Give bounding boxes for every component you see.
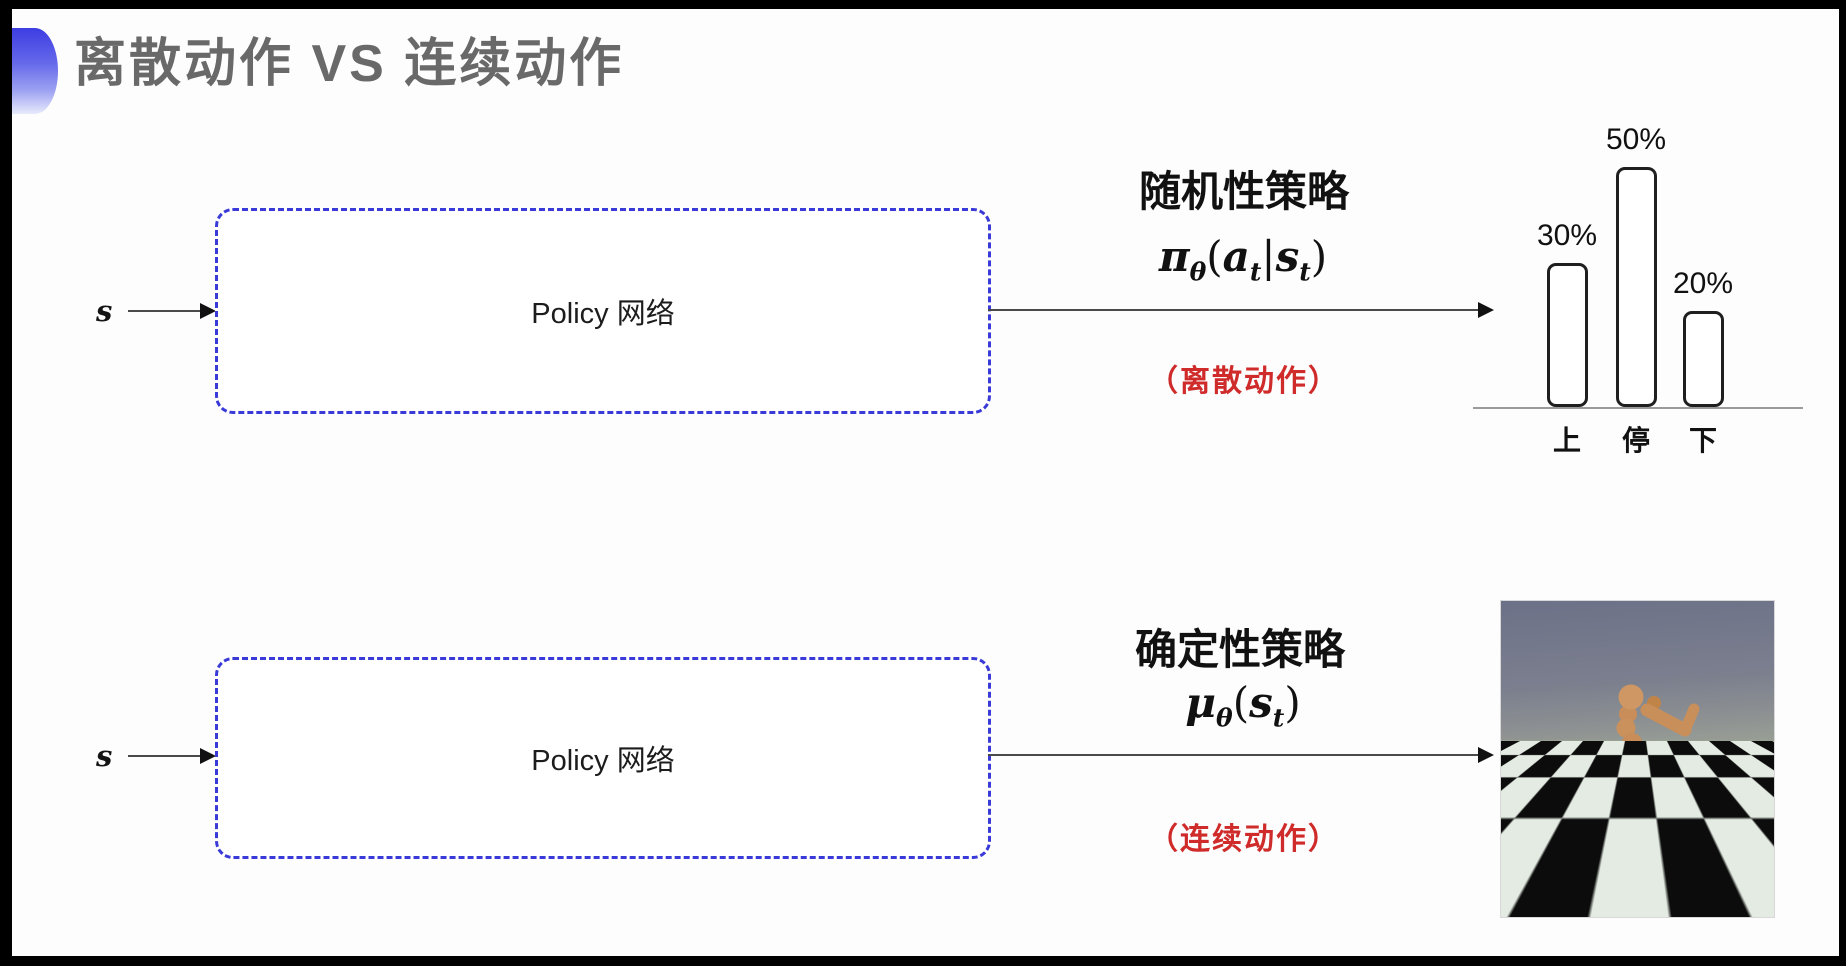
formula-symbol: a xyxy=(1222,232,1250,281)
continuous-action-note: （连续动作） xyxy=(1148,823,1340,856)
formula-subscript: t xyxy=(1272,703,1285,733)
formula-subscript: t xyxy=(1299,257,1311,287)
page-title: 离散动作 VS 连续动作 xyxy=(74,35,625,93)
bar-category-label: 下 xyxy=(1688,425,1717,456)
screen-bezel xyxy=(0,956,1846,966)
screen-bezel xyxy=(1839,0,1846,966)
state-input-label: s xyxy=(96,294,113,328)
formula-symbol: π xyxy=(1158,232,1190,281)
input-arrowhead-icon xyxy=(200,748,216,764)
sky xyxy=(1501,601,1774,743)
output-arrow xyxy=(988,754,1480,756)
stochastic-policy-label: 随机性策略 xyxy=(1138,168,1350,215)
bar xyxy=(1546,263,1588,407)
formula-symbol: μ xyxy=(1185,678,1217,727)
humanoid-figure xyxy=(1574,684,1707,910)
formula-paren: ( xyxy=(1232,678,1250,727)
formula-bar: | xyxy=(1261,232,1276,281)
bar-value-label: 20% xyxy=(1672,267,1734,300)
deterministic-policy-formula: μθ(st) xyxy=(1185,678,1300,732)
bar xyxy=(1682,311,1724,407)
policy-network-label: Policy 网络 xyxy=(531,745,675,777)
formula-subscript: t xyxy=(1249,257,1262,287)
title-accent-icon xyxy=(12,28,58,114)
state-input-label: s xyxy=(96,739,113,773)
bar-category-label: 停 xyxy=(1621,425,1650,456)
formula-paren: ( xyxy=(1206,232,1223,281)
policy-network-box: Policy 网络 xyxy=(215,208,991,414)
output-arrowhead-icon xyxy=(1478,302,1494,318)
bar-value-label: 50% xyxy=(1605,123,1667,156)
discrete-action-note: （离散动作） xyxy=(1148,365,1340,398)
formula-symbol: s xyxy=(1249,678,1273,727)
formula-paren: ) xyxy=(1310,232,1328,281)
humanoid-simulation-image xyxy=(1500,600,1775,918)
bar-value-label: 30% xyxy=(1536,219,1598,252)
stochastic-policy-formula: πθ(at|st) xyxy=(1159,232,1327,286)
deterministic-policy-label: 确定性策略 xyxy=(1134,626,1346,673)
output-arrow xyxy=(988,309,1480,311)
chart-baseline xyxy=(1473,407,1803,409)
formula-subscript: θ xyxy=(1189,257,1207,287)
screen-bezel xyxy=(0,0,12,966)
bar xyxy=(1615,167,1657,407)
input-arrowhead-icon xyxy=(200,303,216,319)
formula-symbol: s xyxy=(1275,232,1300,281)
policy-network-label: Policy 网络 xyxy=(531,298,675,330)
input-arrow xyxy=(128,310,202,312)
formula-paren: ) xyxy=(1284,678,1301,727)
screen-bezel xyxy=(0,0,1846,9)
bar-category-label: 上 xyxy=(1552,425,1581,456)
output-arrowhead-icon xyxy=(1478,747,1494,763)
input-arrow xyxy=(128,755,202,757)
formula-subscript: θ xyxy=(1216,703,1233,733)
probability-bar-chart: 30% 上 50% 停 20% 下 xyxy=(1473,100,1807,470)
policy-network-box: Policy 网络 xyxy=(215,657,991,859)
